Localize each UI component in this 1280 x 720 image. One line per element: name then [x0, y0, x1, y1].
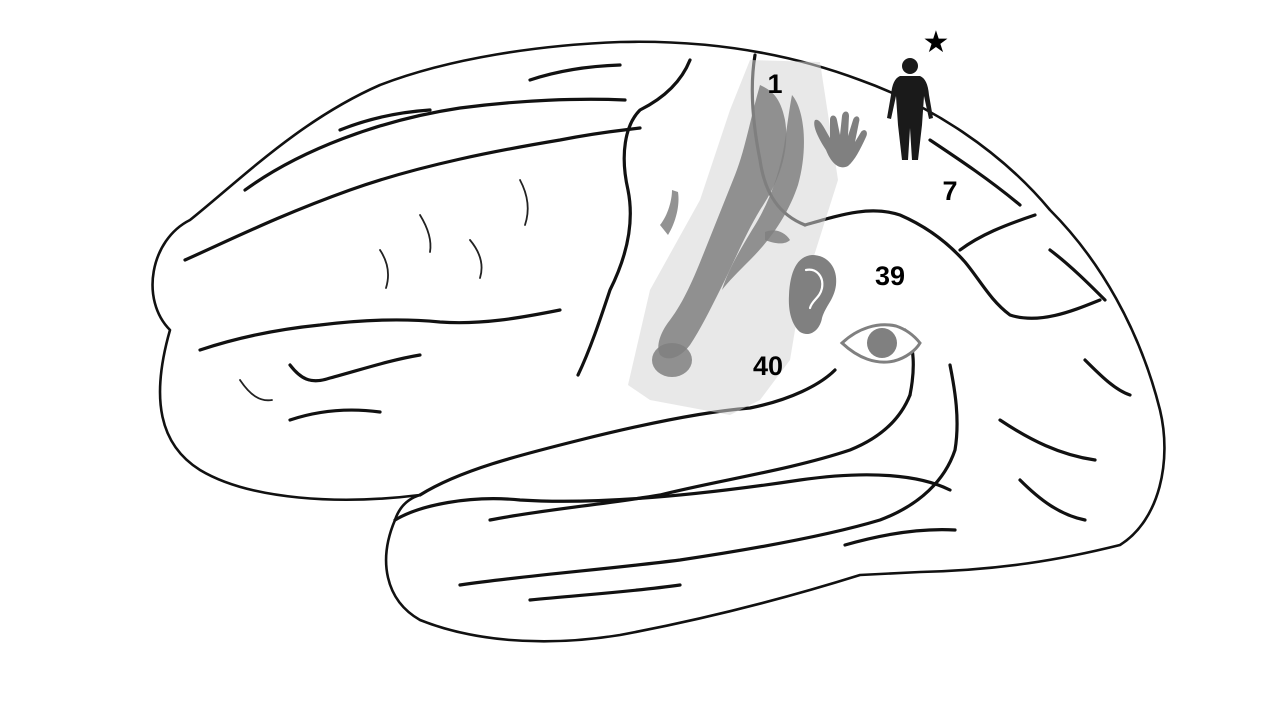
- star-icon: ★: [923, 25, 950, 60]
- inferior-frontal-sulcus: [183, 126, 642, 262]
- frontal-small-2: [528, 63, 622, 82]
- occipital-small-4: [843, 528, 957, 547]
- inferior-temporal-sulcus: [458, 363, 959, 587]
- eye-icon: [839, 323, 922, 364]
- dimple-5: [239, 379, 273, 402]
- intraparietal-sulcus: [803, 209, 1102, 320]
- homunculus-icon: [652, 85, 804, 377]
- superior-frontal-sulcus: [243, 97, 627, 192]
- occipital-small-1: [998, 418, 1097, 462]
- dimple-3: [379, 249, 389, 289]
- area-7-label: 7: [942, 176, 957, 206]
- ear-icon: [788, 255, 837, 335]
- occipital-small-2: [1018, 478, 1087, 522]
- superior-temporal-sulcus: [488, 393, 912, 522]
- parietal-branch: [958, 213, 1037, 252]
- area-40-label: 40: [753, 351, 783, 381]
- area-39-label: 39: [875, 261, 905, 291]
- frontal-small-1: [338, 108, 432, 132]
- dimple-4: [519, 179, 529, 226]
- lateral-fissure: [418, 368, 837, 497]
- central-sulcus: [576, 58, 692, 377]
- dimple-1: [419, 214, 432, 253]
- hand-icon: [814, 111, 867, 168]
- occipital-small-3: [1083, 358, 1132, 397]
- frontal-branch: [288, 353, 422, 383]
- area-1-label: 1: [767, 69, 782, 99]
- human-figure-icon: [887, 58, 933, 160]
- dimple-2: [469, 239, 483, 279]
- temporal-small: [528, 583, 682, 602]
- parieto-occipital: [928, 138, 1022, 207]
- temporal-lobe-contour: [393, 473, 952, 522]
- frontal-operculum: [198, 308, 562, 352]
- frontal-small-3: [288, 408, 382, 422]
- occipital-sulcus: [1048, 248, 1107, 302]
